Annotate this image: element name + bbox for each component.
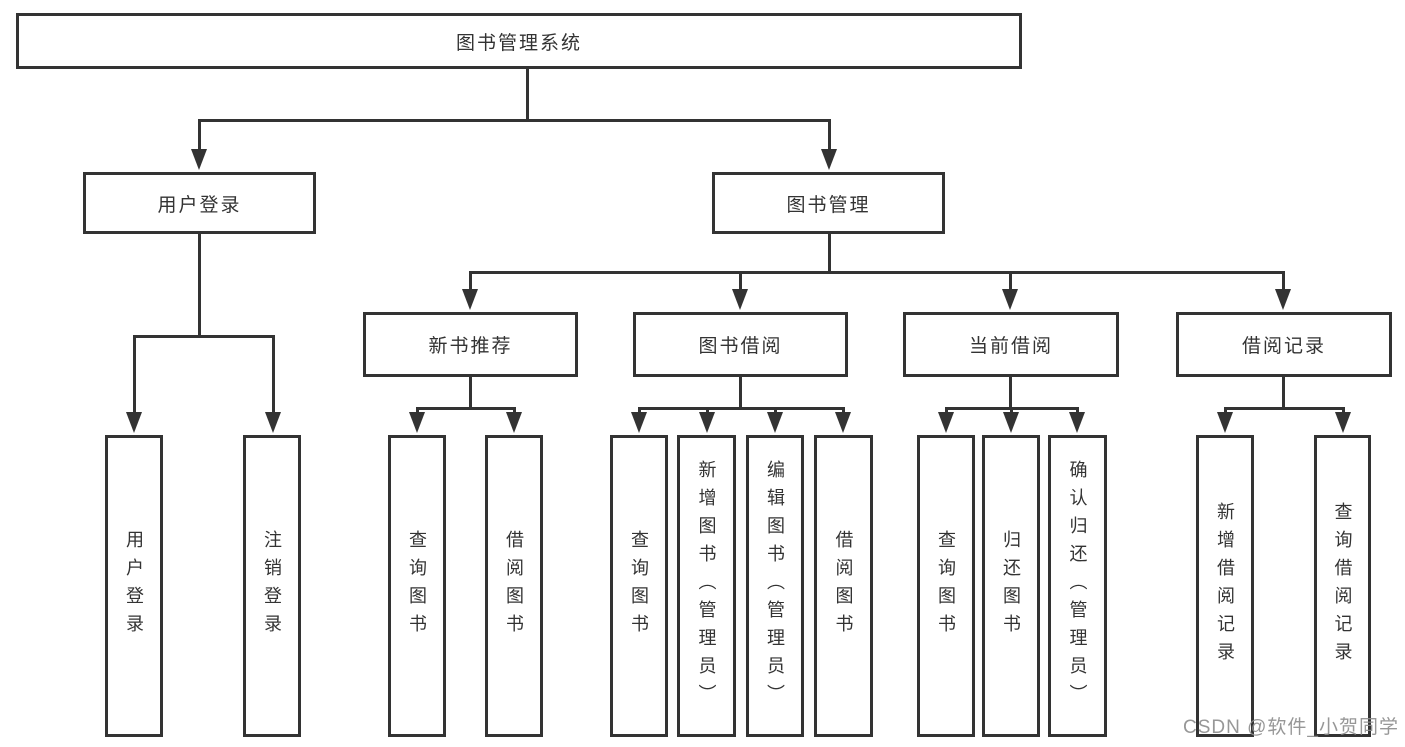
leaf-add-book-admin-label: 新增图书（管理员）: [696, 460, 717, 712]
connector-book-borrow-trunk: [739, 377, 742, 409]
leaf-query-book-current-label: 查询图书: [936, 530, 956, 642]
connector-borrow-records-hline: [1224, 407, 1345, 410]
leaf-borrow-book: 借阅图书: [814, 435, 873, 737]
leaf-query-book-recommend: 查询图书: [388, 435, 446, 737]
arrow-down-icon: [462, 289, 478, 310]
connector-borrow-records-trunk: [1282, 377, 1285, 409]
leaf-query-book-current: 查询图书: [917, 435, 975, 737]
node-new-book-recommend: 新书推荐: [363, 312, 578, 377]
leaf-add-book-admin: 新增图书（管理员）: [677, 435, 736, 737]
leaf-borrow-book-recommend-label: 借阅图书: [504, 530, 524, 642]
arrow-down-icon: [506, 412, 522, 433]
watermark: CSDN @软件_小贺同学: [1183, 717, 1399, 738]
node-user-login-label: 用户登录: [157, 194, 242, 216]
leaf-add-borrow-record-label: 新增借阅记录: [1215, 502, 1235, 670]
arrow-down-icon: [938, 412, 954, 433]
leaf-logout-login-label: 注销登录: [262, 530, 282, 642]
leaf-return-book-label: 归还图书: [1001, 530, 1021, 642]
arrow-down-icon: [409, 412, 425, 433]
leaf-query-book-recommend-label: 查询图书: [407, 530, 427, 642]
connector-drop-leaf-logout: [272, 335, 275, 419]
arrow-down-icon: [835, 412, 851, 433]
arrow-down-icon: [1275, 289, 1291, 310]
arrow-down-icon: [265, 412, 281, 433]
arrow-down-icon: [126, 412, 142, 433]
connector-drop-current-borrow: [1009, 271, 1012, 295]
leaf-add-borrow-record: 新增借阅记录: [1196, 435, 1254, 737]
leaf-user-login-label: 用户登录: [124, 530, 144, 642]
connector-drop-leaf-user-login: [133, 335, 136, 419]
leaf-return-book: 归还图书: [982, 435, 1040, 737]
node-user-login: 用户登录: [83, 172, 316, 234]
arrow-down-icon: [699, 412, 715, 433]
node-current-borrow-label: 当前借阅: [968, 336, 1053, 357]
connector-root-hline: [198, 119, 831, 122]
arrow-down-icon: [1217, 412, 1233, 433]
arrow-down-icon: [732, 289, 748, 310]
leaf-user-login: 用户登录: [105, 435, 163, 737]
connector-book-management-trunk: [828, 234, 831, 274]
connector-new-book-trunk: [469, 377, 472, 409]
leaf-confirm-return-admin: 确认归还（管理员）: [1048, 435, 1107, 737]
arrow-down-icon: [767, 412, 783, 433]
arrow-down-icon: [191, 149, 207, 170]
node-borrow-records: 借阅记录: [1176, 312, 1392, 377]
arrow-down-icon: [1335, 412, 1351, 433]
connector-new-book-hline: [416, 407, 516, 410]
connector-current-borrow-trunk: [1009, 377, 1012, 409]
arrow-down-icon: [1002, 289, 1018, 310]
leaf-query-book-borrow-label: 查询图书: [629, 530, 649, 642]
connector-book-management-hline: [469, 271, 1285, 274]
connector-drop-borrow-records: [1282, 271, 1285, 295]
connector-drop-user-login: [198, 119, 201, 155]
connector-root-trunk: [526, 68, 529, 122]
leaf-logout-login: 注销登录: [243, 435, 301, 737]
node-new-book-recommend-label: 新书推荐: [428, 336, 513, 357]
arrow-down-icon: [821, 149, 837, 170]
node-book-management: 图书管理: [712, 172, 945, 234]
node-book-management-label: 图书管理: [786, 194, 871, 216]
leaf-edit-book-admin: 编辑图书（管理员）: [746, 435, 804, 737]
arrow-down-icon: [1003, 412, 1019, 433]
leaf-query-borrow-record: 查询借阅记录: [1314, 435, 1371, 737]
arrow-down-icon: [631, 412, 647, 433]
leaf-query-borrow-record-label: 查询借阅记录: [1332, 502, 1353, 670]
leaf-edit-book-admin-label: 编辑图书（管理员）: [765, 460, 785, 712]
connector-user-login-trunk: [198, 233, 201, 337]
connector-drop-book-borrow: [739, 271, 742, 295]
arrow-down-icon: [1069, 412, 1085, 433]
leaf-query-book-borrow: 查询图书: [610, 435, 668, 737]
node-book-borrow-label: 图书借阅: [698, 336, 783, 357]
node-borrow-records-label: 借阅记录: [1241, 336, 1326, 357]
node-current-borrow: 当前借阅: [903, 312, 1119, 377]
node-book-borrow: 图书借阅: [633, 312, 848, 377]
node-root: 图书管理系统: [16, 13, 1022, 69]
connector-drop-book-management: [828, 119, 831, 155]
leaf-borrow-book-recommend: 借阅图书: [485, 435, 543, 737]
node-root-label: 图书管理系统: [455, 32, 582, 54]
connector-book-borrow-hline: [638, 407, 845, 410]
leaf-borrow-book-label: 借阅图书: [833, 530, 854, 642]
connector-user-login-hline: [133, 335, 275, 338]
leaf-confirm-return-admin-label: 确认归还（管理员）: [1067, 460, 1088, 712]
connector-drop-new-book: [469, 271, 472, 295]
